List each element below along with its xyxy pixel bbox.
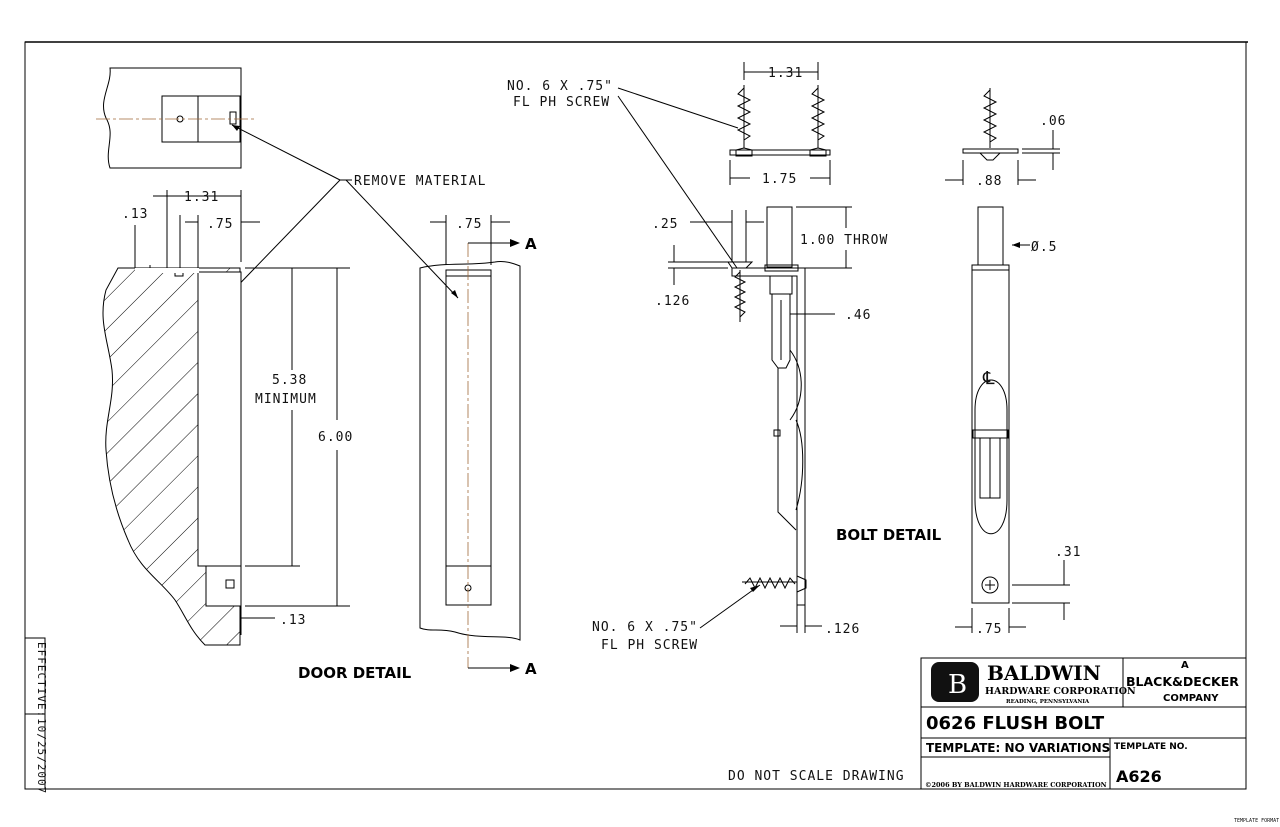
baldwin-logo bbox=[931, 662, 979, 702]
screw-bottom-line2: FL PH SCREW bbox=[601, 638, 698, 653]
door-top-view bbox=[96, 67, 255, 169]
dim-bolt-046: .46 bbox=[845, 308, 871, 323]
screw-top-line2: FL PH SCREW bbox=[513, 95, 610, 110]
dim-door-600: 6.00 bbox=[318, 430, 353, 445]
dim-screw-131: 1.31 bbox=[768, 66, 803, 81]
dim-screw-175: 1.75 bbox=[762, 172, 797, 187]
remove-material-label: REMOVE MATERIAL bbox=[354, 174, 486, 189]
remove-material-leaders bbox=[221, 124, 459, 303]
company-sub: HARDWARE CORPORATION bbox=[985, 686, 1136, 697]
part-title: 0626 FLUSH BOLT bbox=[926, 713, 1105, 734]
dim-door-131: 1.31 bbox=[184, 190, 219, 205]
dim-door-013-top: .13 bbox=[122, 207, 148, 222]
bolt-side-view bbox=[668, 206, 852, 633]
template-format: TEMPLATE FORMAT bbox=[1234, 818, 1279, 824]
dim-bolt-diam: Ø.5 bbox=[1031, 240, 1057, 255]
dim-bolt-0126-bottom: .126 bbox=[825, 622, 860, 637]
dim-bolt-throw: 1.00 THROW bbox=[800, 233, 888, 248]
screw-top-leaders bbox=[617, 87, 739, 269]
copyright: ©2006 BY BALDWIN HARDWARE CORPORATION bbox=[925, 781, 1107, 789]
dim-side-006: .06 bbox=[1040, 114, 1066, 129]
dim-bolt-0126-top: .126 bbox=[655, 294, 690, 309]
template-no-label: TEMPLATE NO. bbox=[1114, 742, 1188, 752]
template-desc: TEMPLATE: NO VARIATIONS bbox=[926, 741, 1110, 755]
company-name: BALDWIN bbox=[987, 661, 1101, 685]
dim-door-075: .75 bbox=[207, 217, 233, 232]
screw-bottom-line1: NO. 6 X .75" bbox=[592, 620, 698, 635]
bolt-detail-label: BOLT DETAIL bbox=[836, 526, 942, 544]
section-a-top: A bbox=[525, 235, 537, 253]
effective-label: EFFECTIVE: bbox=[35, 642, 48, 718]
effective-date: 10/25/2007 bbox=[35, 718, 48, 794]
section-a-bottom: A bbox=[525, 660, 537, 678]
door-dimensions bbox=[134, 190, 350, 635]
dim-door-minimum: MINIMUM bbox=[255, 392, 317, 407]
door-section bbox=[102, 267, 242, 646]
dim-door-538: 5.38 bbox=[272, 373, 307, 388]
screw-top-line1: NO. 6 X .75" bbox=[507, 79, 613, 94]
dim-door-013-bottom: .13 bbox=[280, 613, 306, 628]
door-front-view bbox=[419, 215, 521, 672]
door-detail-label: DOOR DETAIL bbox=[298, 664, 412, 682]
do-not-scale-label: DO NOT SCALE DRAWING bbox=[728, 769, 905, 784]
bd-company: COMPANY bbox=[1163, 693, 1219, 704]
dim-mid-075: .75 bbox=[456, 217, 482, 232]
screw-side-view bbox=[945, 88, 1060, 185]
dim-side-088: .88 bbox=[976, 174, 1002, 189]
screw-pair-view bbox=[729, 62, 831, 185]
bd-name: BLACK&DECKER bbox=[1126, 674, 1239, 689]
template-no: A626 bbox=[1116, 767, 1162, 786]
bolt-front-view bbox=[955, 206, 1070, 633]
bd-a: A bbox=[1181, 660, 1189, 671]
title-block bbox=[920, 657, 1247, 790]
effective-box bbox=[24, 637, 46, 790]
centerline-symbol: ℄ bbox=[982, 368, 996, 389]
logo-letter: B bbox=[948, 670, 967, 700]
dim-bolt-031: .31 bbox=[1055, 545, 1081, 560]
dim-bolt-025: .25 bbox=[652, 217, 678, 232]
company-city: READING, PENNSYLVANIA bbox=[1006, 699, 1090, 705]
dim-bolt-075: .75 bbox=[976, 622, 1002, 637]
